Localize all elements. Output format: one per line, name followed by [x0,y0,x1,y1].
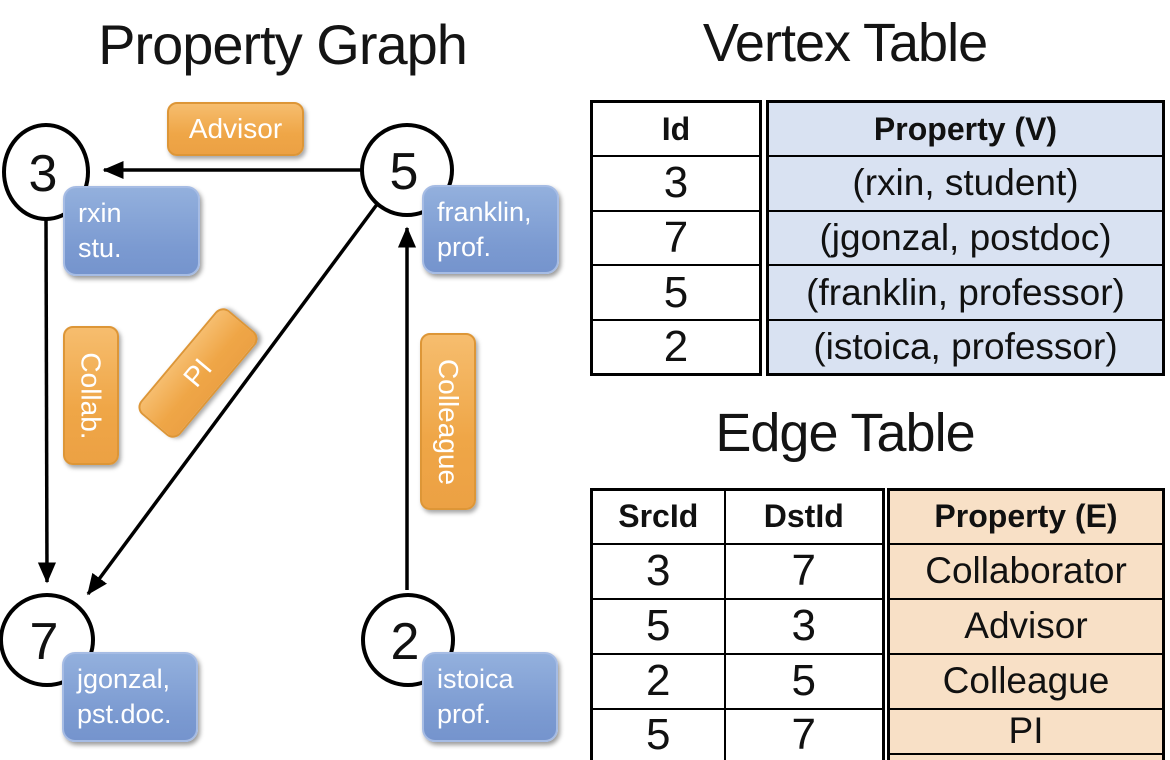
edge-label-collab: Collab. [63,326,119,465]
edge-dstid-cell: 7 [723,542,885,600]
table-header-row: Id [590,100,762,158]
vertex-property-header: Property (V) [766,100,1165,158]
vertex-property-cell: (rxin, student) [766,155,1165,212]
node-label-line: prof. [437,232,492,262]
vertex-id-cell: 2 [590,318,762,376]
table-row: Colleague [887,652,1165,710]
edge-property-header: Property (E) [887,488,1165,545]
edge-property-cell: PI [887,707,1165,755]
edge-arrow-collaborator-3-to-7 [37,219,57,584]
edge-property-cell: Collaborator [887,542,1165,600]
node-label-line: stu. [78,233,122,263]
edge-srcid-cell: 3 [590,542,726,600]
table-row: 7 [590,209,762,267]
table-row-clipped [887,752,1165,760]
edge-label-pi-text: PI [177,352,218,393]
node-id-2: 2 [391,613,420,671]
table-row: 3 7 [590,542,885,600]
table-row: Collaborator [887,542,1165,600]
table-header-row: Property (E) [887,488,1165,545]
node-id-7: 7 [30,613,59,671]
edge-label-advisor: Advisor [167,102,304,156]
vertex-property-cell: (istoica, professor) [766,318,1165,376]
vertex-table-title: Vertex Table [702,13,988,73]
vertex-id-header: Id [590,100,762,158]
property-graph-title: Property Graph [98,13,468,76]
node-label-istoica: istoica prof. [422,652,558,742]
node-label-jgonzal: jgonzal, pst.doc. [62,652,198,742]
edge-dstid-cell: 5 [723,652,885,710]
edge-property-cell: Colleague [887,652,1165,710]
vertex-id-cell: 7 [590,209,762,267]
edge-dstid-cell: 3 [723,597,885,655]
table-row: 5 [590,264,762,321]
vertex-table-property-column: Property (V) (rxin, student) (jgonzal, p… [766,100,1165,376]
table-header-row: SrcId DstId [590,488,885,545]
vertex-property-cell: (franklin, professor) [766,264,1165,321]
table-row: 2 [590,318,762,376]
edge-label-advisor-text: Advisor [188,113,283,144]
table-row: 5 3 [590,597,885,655]
edge-label-colleague-text: Colleague [433,358,465,485]
table-row: 2 5 [590,652,885,710]
node-id-5: 5 [390,143,419,201]
edge-srcid-cell: 2 [590,652,726,710]
node-id-3: 3 [29,145,58,203]
node-label-line: prof. [437,699,492,729]
table-row: (jgonzal, postdoc) [766,209,1165,267]
edge-dstid-header: DstId [723,488,885,545]
table-row: (rxin, student) [766,155,1165,212]
edge-property-cell: Advisor [887,597,1165,655]
table-row: 3 [590,155,762,212]
edge-srcid-cell: 5 [590,707,726,760]
table-row: 5 7 [590,707,885,760]
edge-table-property-column: Property (E) Collaborator Advisor Collea… [887,488,1165,760]
edge-srcid-cell: 5 [590,597,726,655]
node-label-franklin: franklin, prof. [422,185,559,274]
vertex-table-id-column: Id 3 7 5 2 [590,100,762,376]
node-label-line: franklin, [437,197,532,227]
table-row: (franklin, professor) [766,264,1165,321]
edge-arrow-pi-5-to-7 [86,201,380,596]
table-row: (istoica, professor) [766,318,1165,376]
edge-label-collab-text: Collab. [76,351,108,440]
node-label-rxin: rxin stu. [63,186,200,276]
node-label-line: pst.doc. [77,699,172,729]
node-label-line: jgonzal, [77,664,171,694]
table-row: Advisor [887,597,1165,655]
edge-dstid-cell: 7 [723,707,885,760]
table-header-row: Property (V) [766,100,1165,158]
vertex-id-cell: 3 [590,155,762,212]
edge-table-title: Edge Table [715,403,975,463]
table-row: PI [887,707,1165,755]
edge-label-colleague: Colleague [420,333,476,510]
edge-srcid-header: SrcId [590,488,726,545]
vertex-id-cell: 5 [590,264,762,321]
vertex-property-cell: (jgonzal, postdoc) [766,209,1165,267]
node-label-line: istoica [437,664,514,694]
edge-table-id-columns: SrcId DstId 3 7 5 3 2 5 5 7 [590,488,885,760]
node-label-line: rxin [78,198,122,228]
